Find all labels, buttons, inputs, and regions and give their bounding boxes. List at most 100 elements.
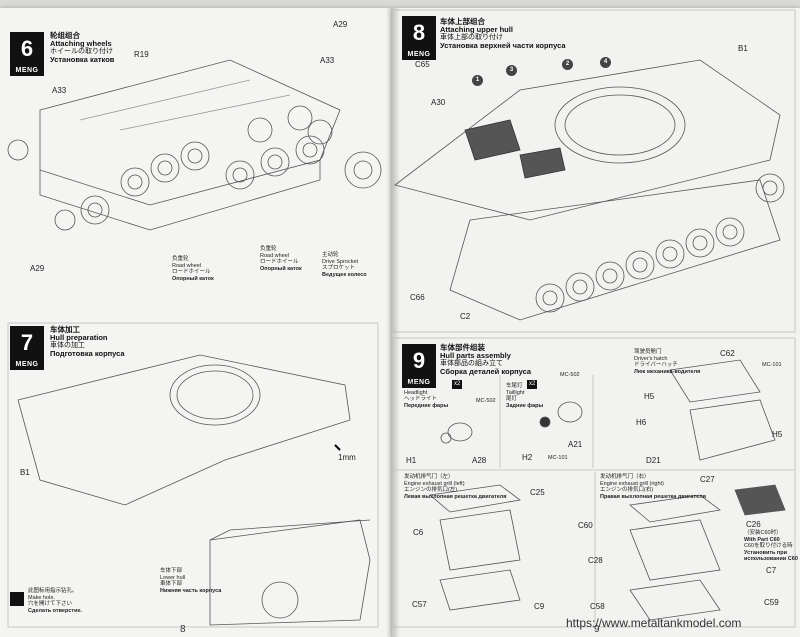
road-wheel-right-ja: ロードホイール <box>260 259 299 265</box>
wash-step-3: 3 <box>506 58 517 76</box>
road-wheel-left-note: 负重轮 Road wheel ロードホイール Опорный каток <box>172 256 214 282</box>
c26-note: （安装C60时） With Part C60 C60を取り付ける時 Устано… <box>744 530 800 563</box>
headlight-en: Headlight <box>404 389 428 396</box>
label-a33-left: A33 <box>52 86 67 95</box>
label-a21: A21 <box>568 440 583 449</box>
step8-title-en: Attaching upper hull <box>440 25 513 34</box>
step8-upper-hull-drawing <box>394 59 781 221</box>
step8-brand-logo: MENG <box>402 50 436 60</box>
exhaust-right-ja: エンジンの排気口(右) <box>600 487 654 493</box>
headlight-drawing <box>447 422 473 442</box>
label-c66: C66 <box>410 293 425 302</box>
drive-sprocket-zh: 主动轮 <box>322 252 339 258</box>
lower-hull-ja: 車体下部 <box>160 581 183 587</box>
lower-hull-zh: 车体下部 <box>160 568 183 574</box>
make-hole-en: Make hole. <box>28 594 55 601</box>
exhaust-right-zh: 发动机排气门（右） <box>600 474 650 480</box>
step7-lower-hull-drawing <box>209 519 371 626</box>
label-c57: C57 <box>412 600 427 609</box>
taillight-paint-2: MC-101 <box>548 455 568 461</box>
drivers-hatch-en: Driver's hatch <box>634 355 668 362</box>
taillight-caption: 车尾灯 Taillight 尾灯 Задние фары <box>506 383 543 409</box>
label-c2: C2 <box>460 312 471 321</box>
make-hole-ru: Сделать отверстие. <box>28 607 83 614</box>
wash-step-2: 2 <box>562 52 573 70</box>
road-wheel-left-en: Road wheel <box>172 262 202 269</box>
exhaust-left-ja: エンジンの排気口(左) <box>404 487 458 493</box>
step6-brand-logo: MENG <box>10 66 44 76</box>
label-c60: C60 <box>578 521 593 530</box>
step7-brand-logo: MENG <box>10 360 44 370</box>
exhaust-right-ru: Правая выхлопная решетка двигателя <box>600 493 706 500</box>
taillight-paint-1: MC-502 <box>560 372 580 378</box>
drive-sprocket-drawing <box>344 151 382 189</box>
exhaust-left-drawing <box>429 484 521 513</box>
exhaust-right-en: Engine exhaust grill (right) <box>600 480 664 487</box>
headlight-ru: Передние фары <box>404 402 449 409</box>
step6-title: 轮组组合 Attaching wheels ホイールの取り付け Установк… <box>50 32 114 64</box>
wash-step-4: 4 <box>600 50 611 68</box>
exhaust-right-drawing <box>629 494 721 523</box>
label-drill-size: 1mm <box>338 453 356 462</box>
taillight-drawing <box>557 401 583 423</box>
road-wheel-right-ru: Опорный каток <box>260 265 302 272</box>
road-wheel-right-note: 负重轮 Road wheel ロードホイール Опорный каток <box>260 246 302 272</box>
step6-road-wheels <box>80 105 333 225</box>
step6-hull-drawing <box>39 59 341 206</box>
step9-title-zh: 车体部件组装 <box>440 343 485 352</box>
drivers-hatch-paint: MC-101 <box>762 362 782 368</box>
step6-title-ja: ホイールの取り付け <box>50 48 113 55</box>
make-hole-zh: 此图标用指示钻孔。 <box>28 588 78 594</box>
wash-3-icon: 3 <box>506 65 517 76</box>
taillight-ja: 尾灯 <box>506 396 518 402</box>
label-c65: C65 <box>415 60 430 69</box>
label-h6: H6 <box>636 418 647 427</box>
exhaust-left-ru: Левая выхлопная решетка двигателя <box>404 493 507 500</box>
step9-title-ru: Сборка деталей корпуса <box>440 367 532 376</box>
step7-number: 7 <box>10 326 44 360</box>
step8-title-ja: 車体上部の取り付け <box>440 34 503 41</box>
lower-hull-note: 车体下部 Lower hull 車体下部 Нижняя часть корпус… <box>160 568 221 594</box>
label-a29-top: A29 <box>333 20 348 29</box>
step6-number: 6 <box>10 32 44 66</box>
road-wheel-right-zh: 负重轮 <box>260 246 277 252</box>
step8-title: 车体上部组合 Attaching upper hull 車体上部の取り付け Ус… <box>440 18 566 50</box>
drive-sprocket-note: 主动轮 Drive Sprocket スプロケット Ведущее колесо <box>322 252 367 278</box>
road-wheel-left-zh: 负重轮 <box>172 256 189 262</box>
drivers-hatch-zh: 驾驶员舱门 <box>634 349 662 355</box>
step8-road-wheels <box>535 173 785 313</box>
drive-sprocket-ja: スプロケット <box>322 265 356 271</box>
label-c27: C27 <box>700 475 715 484</box>
wash-2-icon: 2 <box>562 59 573 70</box>
label-a28: A28 <box>472 456 487 465</box>
label-h5-right: H5 <box>772 430 783 439</box>
label-c59: C59 <box>764 598 779 607</box>
step7-title: 车体加工 Hull preparation 車体の加工 Подготовка к… <box>50 326 125 358</box>
exhaust-left-caption: 发动机排气门（左） Engine exhaust grill (left) エン… <box>404 474 506 500</box>
step6-title-en: Attaching wheels <box>50 39 112 48</box>
page-right <box>392 8 800 637</box>
drivers-hatch-drawing <box>689 399 776 461</box>
c26-note-ru: Установить при использовании C60 <box>744 549 798 563</box>
page-left <box>0 8 392 637</box>
headlight-ja: ヘッドライト <box>404 396 438 402</box>
label-h1: H1 <box>406 456 417 465</box>
label-r19: R19 <box>134 50 149 59</box>
step9-brand-logo: MENG <box>402 378 436 388</box>
road-wheel-left-ru: Опорный каток <box>172 275 214 282</box>
step6-title-zh: 轮组组合 <box>50 31 80 40</box>
step9-title-ja: 車体部品の組み立て <box>440 360 503 367</box>
taillight-ru: Задние фары <box>506 402 544 409</box>
step8-number: 8 <box>402 16 436 50</box>
exhaust-right-caption: 发动机排气门（右） Engine exhaust grill (right) エ… <box>600 474 706 500</box>
label-h2: H2 <box>522 453 533 462</box>
drivers-hatch-ru: Люк механика-водителя <box>634 368 701 375</box>
label-c7: C7 <box>766 566 777 575</box>
drivers-hatch-caption: 驾驶员舱门 Driver's hatch ドライバーハッチ Люк механи… <box>634 349 700 375</box>
label-d21: D21 <box>646 456 661 465</box>
wash-step-1: 1 <box>472 68 483 86</box>
step8-title-zh: 车体上部组合 <box>440 17 485 26</box>
headlight-qty: x2 <box>452 380 463 389</box>
taillight-en: Taillight <box>506 389 525 396</box>
